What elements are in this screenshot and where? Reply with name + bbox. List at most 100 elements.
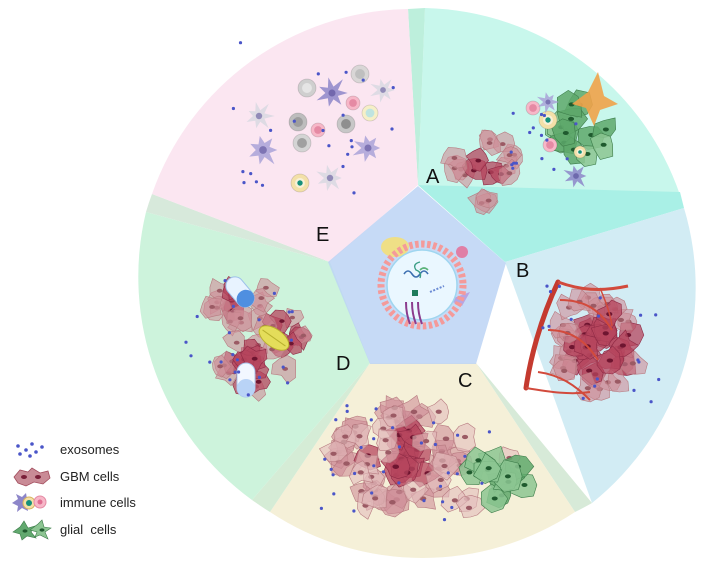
gbm-cell-nucleus: [617, 317, 625, 323]
gbm-cell: [403, 480, 429, 504]
glial-cell-nucleus: [475, 458, 482, 463]
exosome-dot: [341, 164, 345, 169]
immune-cell-macrophage: [249, 136, 278, 165]
gbm-cell-nucleus: [279, 319, 285, 323]
immune-cell-icon: [12, 493, 47, 512]
exosome-dot: [323, 457, 327, 461]
gbm-cell-nucleus: [435, 409, 442, 414]
exosome-dot: [548, 290, 553, 294]
immune-cell-macrophage: [563, 165, 587, 188]
exosome-dot: [446, 471, 450, 475]
exosome-dot: [372, 464, 376, 468]
glial-cell-nucleus: [504, 474, 511, 479]
immune-cell: [573, 145, 587, 159]
glial-cell-nucleus: [485, 466, 492, 471]
gbm-cell-nucleus: [486, 141, 493, 145]
capsule-blue-icon: [225, 276, 255, 308]
exosome-dot: [438, 484, 443, 488]
exosome-dot: [319, 506, 323, 510]
exosome-dot: [531, 126, 535, 130]
exosome-dot: [596, 314, 601, 318]
exosome-dot: [254, 180, 258, 184]
exosome-dot: [231, 353, 235, 357]
exosome-dot: [432, 421, 436, 425]
legend-item-exosomes: exosomes: [10, 438, 190, 465]
exosome-dot: [511, 166, 515, 170]
exosome-dot: [456, 433, 460, 437]
exosome-dot: [419, 441, 423, 445]
exosome-dot: [269, 128, 273, 132]
exosome-dot: [540, 157, 544, 161]
gbm-cell-nucleus: [606, 358, 614, 363]
label-c: C: [458, 370, 472, 392]
exosome-dot: [359, 445, 363, 450]
gbm-cell-nucleus: [385, 450, 392, 455]
exosome-dot: [287, 310, 291, 314]
immune-cell-macrophage: [246, 102, 275, 129]
exosome-dot: [511, 111, 515, 115]
exosome-dot: [528, 130, 532, 135]
gbm-cell-nucleus: [410, 487, 417, 492]
exosome-dot: [329, 467, 333, 471]
immune-cell-macrophage: [370, 79, 395, 103]
exosome-dot: [223, 279, 227, 283]
exosome-dot: [539, 112, 544, 117]
glial-cell-icon: [12, 518, 52, 541]
immune-cell: [345, 95, 361, 111]
gbm-cell-nucleus: [263, 285, 269, 290]
immune-cell-macrophage: [316, 77, 348, 107]
exosome-dot: [292, 119, 296, 123]
blood-vessel-illustration: [523, 279, 629, 401]
exosome-dot: [632, 388, 636, 392]
exosome-dots-icon: [16, 442, 44, 458]
exosome-dot: [545, 138, 549, 142]
immune-cell-macrophage: [352, 135, 381, 162]
glial-cell-nucleus: [521, 482, 528, 487]
label-a: A: [426, 166, 440, 188]
gbm-cell-nucleus: [343, 461, 350, 466]
label-e: E: [316, 224, 329, 246]
exosome-dot: [639, 313, 643, 317]
gbm-cell-nucleus: [356, 434, 363, 439]
legend-label: immune cells: [60, 495, 136, 510]
exosome-dot: [372, 437, 376, 441]
sector-c-d-strip: [252, 363, 370, 512]
exosome-dot: [450, 505, 454, 510]
gbm-cell-nucleus: [357, 470, 364, 475]
gbm-cell-nucleus: [506, 171, 513, 176]
glial-cell-nucleus: [562, 130, 569, 135]
immune-cell: [350, 64, 370, 84]
gbm-cell-nucleus: [209, 305, 215, 309]
gbm-cell-nucleus: [251, 356, 258, 361]
sector-b-c-strip: [476, 363, 592, 512]
gbm-cell-nucleus: [441, 463, 448, 469]
exosome-dot: [441, 500, 445, 504]
gbm-cell-nucleus: [506, 153, 513, 158]
exosome-dot: [557, 284, 562, 288]
exosome-dot: [541, 326, 545, 330]
exosome-dot: [545, 284, 549, 288]
exosome-dot: [397, 481, 401, 485]
exosome-dot: [242, 181, 246, 185]
gbm-cell-nucleus: [602, 331, 609, 336]
gbm-cell-nucleus: [590, 303, 597, 308]
exosome-dot: [565, 157, 569, 161]
immune-cell: [525, 100, 541, 116]
astrocyte-icon: [572, 72, 618, 126]
gbm-cell-nucleus: [410, 409, 418, 415]
exosome-dot: [332, 492, 336, 496]
gbm-cell-nucleus: [485, 198, 492, 203]
label-b: B: [516, 260, 529, 282]
legend-item-immune: immune cells: [10, 491, 190, 518]
gbm-cell-nucleus: [442, 436, 450, 442]
exosome-dot: [574, 122, 578, 126]
gbm-cell-nucleus: [461, 434, 469, 440]
exosome-dot: [272, 291, 276, 295]
exosome-dot: [208, 360, 212, 364]
gbm-cell-nucleus: [614, 379, 621, 384]
exosome-dot: [228, 378, 232, 382]
exosome-dot: [455, 472, 459, 476]
exosome-dot: [598, 296, 602, 300]
exosome-dot: [350, 145, 354, 149]
exosome-dot: [657, 377, 661, 382]
